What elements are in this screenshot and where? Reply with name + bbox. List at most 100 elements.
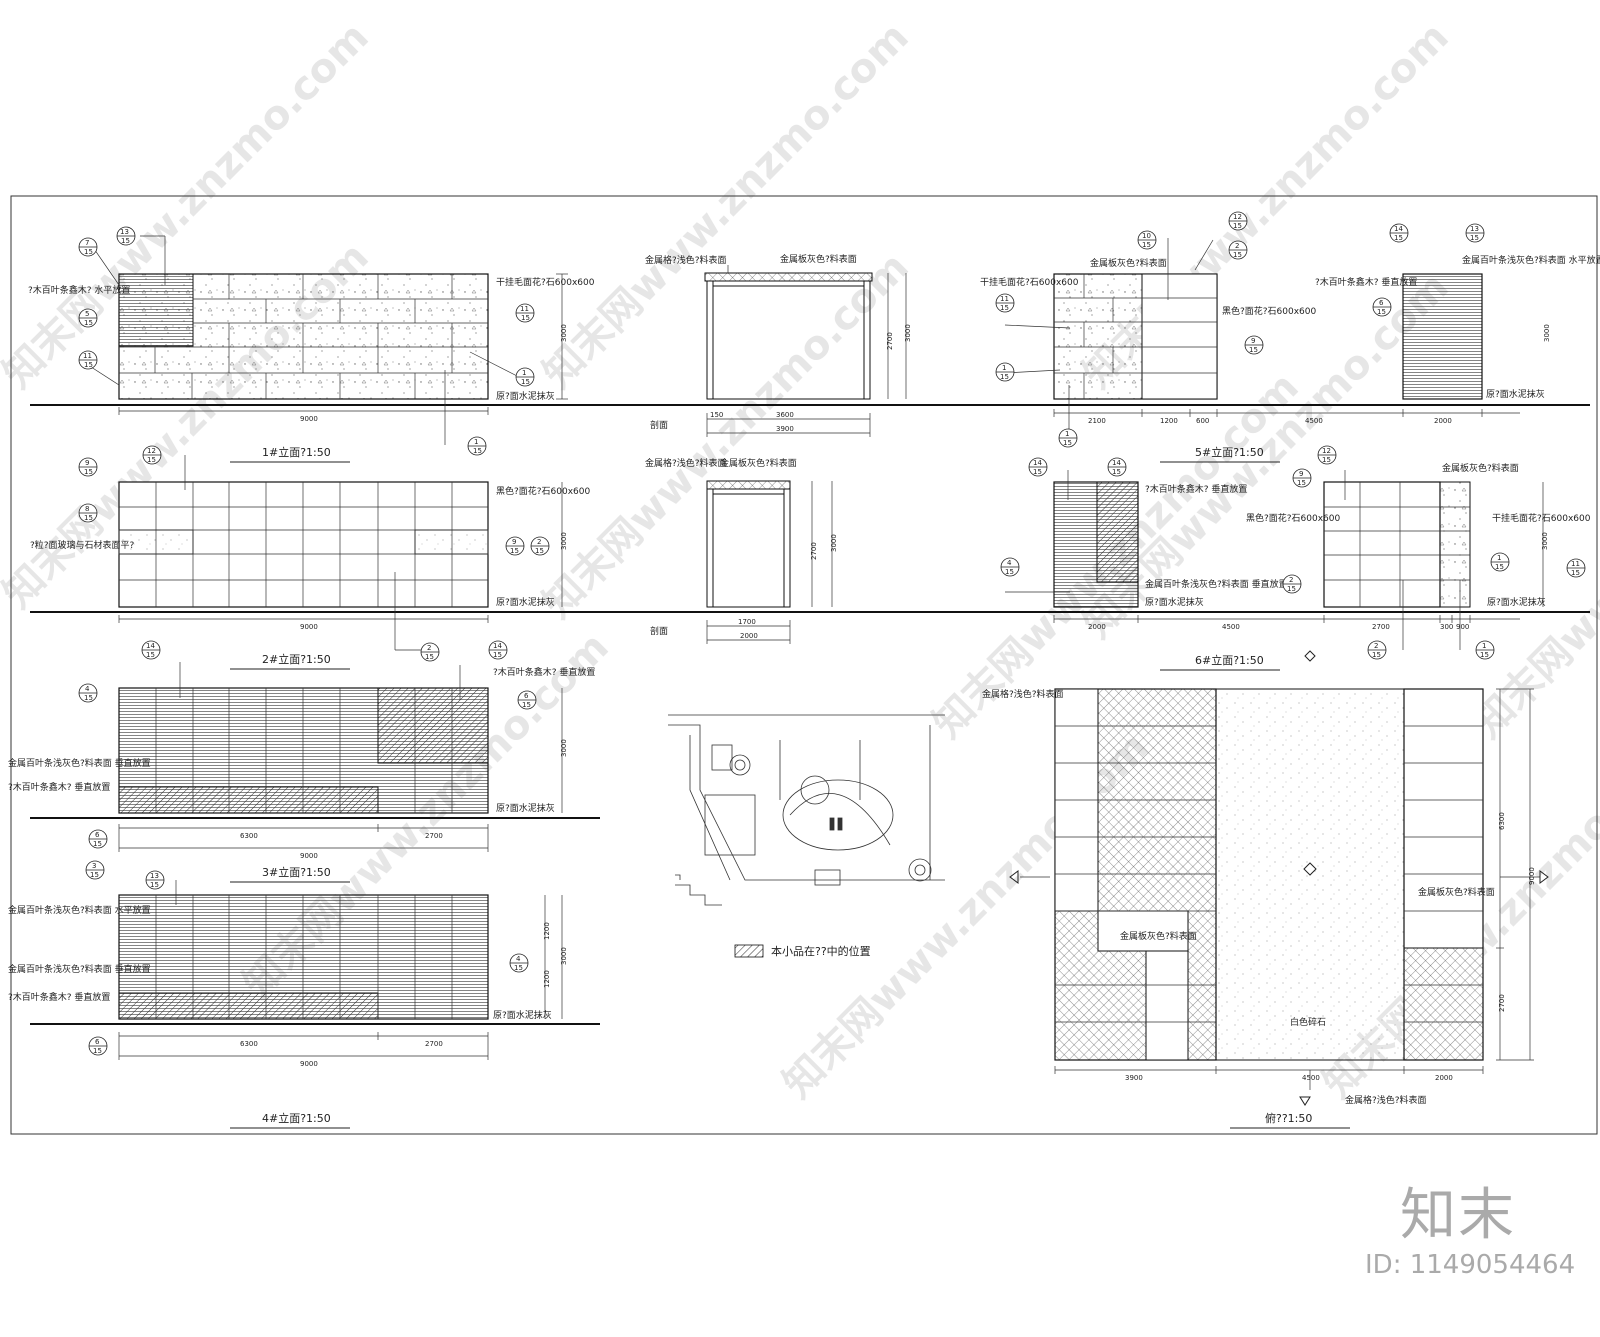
dim: 3900 (1125, 1074, 1143, 1082)
note-metal-grid: 金属格?浅色?料表面 (645, 254, 727, 266)
note-metal-grid: 金属格?浅色?料表面 (645, 457, 727, 469)
note-louver-h: 金属百叶条浅灰色?料表面 水平放置 (8, 904, 151, 916)
section-1: 3600 150 3900 2700 3000 金属格?浅色?料表面 金属板灰色… (560, 253, 1040, 437)
detail-marker: 615 (88, 1036, 108, 1056)
svg-text:15: 15 (1112, 468, 1121, 476)
svg-text:13: 13 (150, 872, 159, 880)
svg-text:9: 9 (85, 459, 89, 467)
svg-text:2: 2 (1374, 642, 1378, 650)
svg-text:8: 8 (85, 505, 89, 513)
dim: 2700 (886, 332, 894, 350)
svg-text:15: 15 (473, 447, 482, 455)
svg-text:13: 13 (1470, 225, 1479, 233)
note-black-stone: 黑色?面花?石600x600 (496, 485, 591, 497)
note-stone: 干挂毛面花?石600x600 (496, 276, 595, 288)
title-elevation-6: 6#立面?1:50 (1195, 653, 1264, 667)
metal-panel-band (1097, 910, 1189, 952)
svg-text:15: 15 (84, 468, 93, 476)
wood-louver-panel (118, 273, 194, 347)
svg-text:1: 1 (522, 369, 526, 377)
elevation-5: 2100 1200 600 4500 2000 3000 干挂毛面花?石600x… (980, 211, 1600, 463)
svg-text:15: 15 (84, 319, 93, 327)
dim: 2700 (425, 1040, 443, 1048)
svg-text:15: 15 (1377, 308, 1386, 316)
detail-marker: 415 (1000, 557, 1020, 577)
note-stone: 干挂毛面花?石600x600 (1492, 512, 1591, 524)
stone-strip (1439, 481, 1471, 608)
svg-text:1: 1 (1497, 554, 1501, 562)
section-wall (706, 280, 714, 400)
svg-text:15: 15 (150, 881, 159, 889)
black-stone-panel (1141, 273, 1218, 400)
svg-text:15: 15 (535, 547, 544, 555)
svg-text:9: 9 (512, 538, 516, 546)
svg-text:14: 14 (1394, 225, 1403, 233)
svg-text:3: 3 (92, 862, 96, 870)
svg-text:12: 12 (147, 447, 156, 455)
dim: 3600 (776, 411, 794, 419)
detail-marker: 915 (1292, 468, 1312, 488)
svg-text:15: 15 (521, 314, 530, 322)
svg-text:9: 9 (1251, 337, 1255, 345)
legend-swatch (734, 944, 764, 958)
wood-louver-band (118, 786, 379, 814)
svg-text:15: 15 (1322, 456, 1331, 464)
svg-text:7: 7 (85, 239, 89, 247)
svg-text:15: 15 (93, 1047, 102, 1055)
opening (712, 493, 785, 608)
svg-text:15: 15 (1297, 479, 1306, 487)
svg-text:15: 15 (1470, 234, 1479, 242)
note-plaster: 原?面水泥抹灰 (1145, 596, 1204, 608)
svg-text:15: 15 (510, 547, 519, 555)
note-black-stone: 黑色?面花?石600x600 (1222, 305, 1317, 317)
svg-text:15: 15 (121, 237, 130, 245)
elevation-6: 2000 4500 2700 300 900 3000 ?木百叶条鑫木? 垂直放… (1000, 445, 1591, 671)
title-elevation-5: 5#立面?1:50 (1195, 445, 1264, 459)
svg-text:2: 2 (537, 538, 541, 546)
detail-marker: 115 (1490, 552, 1510, 572)
elevation-1: 9000 3000 ?木百叶条鑫木? 水平放置 干挂毛面花?石600x600 原… (28, 226, 595, 463)
svg-text:4: 4 (1007, 559, 1012, 567)
svg-text:15: 15 (1233, 222, 1242, 230)
section-arrow (1304, 650, 1316, 662)
svg-text:1: 1 (1002, 364, 1006, 372)
svg-text:15: 15 (90, 871, 99, 879)
note-metal-grid: 金属格?浅色?料表面 (1345, 1094, 1427, 1106)
brand-logo-text: 知末 (1400, 1183, 1516, 1248)
dim: 4500 (1222, 623, 1240, 631)
svg-text:12: 12 (1233, 213, 1242, 221)
dim: 6300 (240, 832, 258, 840)
svg-text:15: 15 (1000, 304, 1009, 312)
note-metal-panel: 金属板灰色?料表面 (1442, 462, 1519, 474)
title-section-2: 剖面 (650, 625, 668, 637)
svg-text:15: 15 (147, 456, 156, 464)
detail-marker: 915 (78, 457, 98, 477)
svg-text:15: 15 (93, 840, 102, 848)
title-section-1: 剖面 (650, 419, 668, 431)
svg-text:15: 15 (1000, 373, 1009, 381)
note-black-stone: 黑色?面花?石600x600 (1246, 512, 1341, 524)
title-plan: 俯??1:50 (1265, 1111, 1312, 1125)
note-metal-panel: 金属板灰色?料表面 (1090, 257, 1167, 269)
svg-text:15: 15 (1287, 585, 1296, 593)
svg-text:11: 11 (1571, 560, 1580, 568)
svg-text:14: 14 (1112, 459, 1121, 467)
watermark: 知末网www.znzmo.com (535, 14, 918, 397)
svg-text:11: 11 (1000, 295, 1009, 303)
svg-text:15: 15 (1033, 468, 1042, 476)
metal-panel-strip (1145, 950, 1189, 1061)
dim: 2700 (1498, 994, 1506, 1012)
detail-marker: 915 (1244, 335, 1264, 355)
metal-grid-block (1403, 947, 1484, 1061)
detail-marker: 715 (78, 237, 98, 257)
svg-text:15: 15 (1142, 241, 1151, 249)
